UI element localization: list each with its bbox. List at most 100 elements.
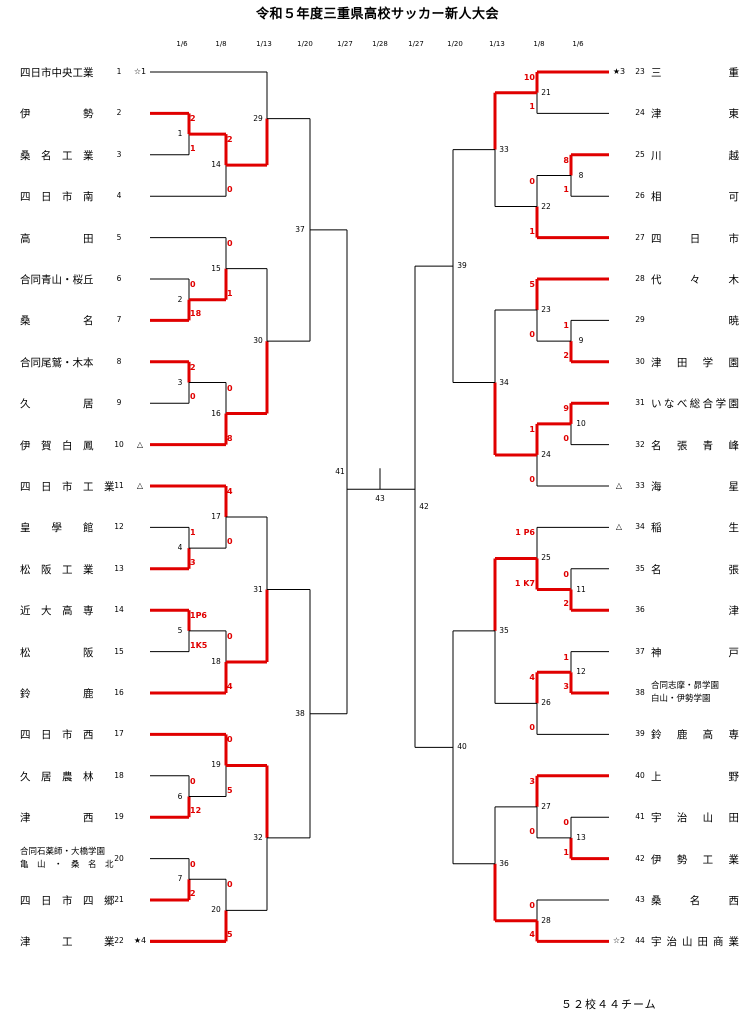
team-seed-number: 5	[116, 232, 122, 242]
round-date-right: 1/27	[408, 40, 424, 48]
team-seed-number: 44	[635, 936, 645, 946]
match-number: 5	[177, 625, 183, 635]
match-number: 7	[177, 874, 183, 884]
team-seed-number: 8	[116, 356, 122, 366]
team-seed-number: 41	[635, 812, 645, 822]
match-score: 1 P6	[515, 528, 535, 538]
match-score: 0	[190, 776, 196, 786]
match-number: 19	[211, 760, 221, 770]
team-seed-number: 16	[114, 688, 124, 697]
team-seed-number: 29	[635, 315, 645, 325]
team-seed-number: 30	[635, 356, 645, 366]
team-seed-number: 27	[635, 232, 645, 242]
match-score: 8	[227, 433, 233, 443]
match-number: 15	[211, 263, 221, 273]
match-score: 1	[190, 528, 196, 538]
match-number: 32	[253, 832, 263, 842]
match-score: 12	[190, 806, 202, 816]
match-score: 0	[529, 475, 535, 484]
match-number: 29	[253, 113, 263, 123]
team-seed-number: 12	[114, 522, 124, 532]
team-seed-number: 19	[114, 812, 124, 822]
team-name: 津 西	[20, 812, 94, 825]
match-number: 12	[576, 667, 586, 677]
match-number: 18	[211, 656, 221, 666]
team-seed-number: 38	[635, 688, 645, 697]
team-seed-number: 1	[116, 67, 122, 76]
match-score: 4	[529, 930, 535, 940]
match-number: 22	[541, 201, 551, 211]
team-name: 三 重	[651, 67, 739, 79]
match-score: 2	[563, 350, 569, 360]
team-seed-number: 39	[635, 729, 645, 739]
round-date-right: 1/13	[489, 40, 505, 48]
match-number: 21	[541, 87, 551, 97]
seed-star-mark: ☆2	[612, 936, 626, 946]
team-seed-number: 2	[116, 108, 122, 118]
team-seed-number: 17	[114, 729, 124, 739]
match-score: 8	[563, 155, 569, 165]
match-score: 2	[227, 135, 233, 145]
match-number: 2	[177, 294, 183, 304]
team-seed-number: 22	[114, 936, 124, 946]
match-score: 0	[563, 569, 569, 579]
page-title: 令和５年度三重県高校サッカー新人大会	[255, 7, 499, 22]
team-seed-number: 31	[635, 398, 645, 408]
team-seed-number: 25	[635, 149, 645, 159]
round-date-left: 1/28	[372, 40, 388, 48]
match-score: 2	[190, 114, 196, 124]
seed-star-mark: ★4	[133, 936, 147, 946]
match-number: 9	[578, 336, 584, 346]
match-number: 17	[211, 512, 221, 522]
triangle-mark: △	[615, 522, 623, 532]
team-name: 鈴 鹿 高 専	[651, 729, 739, 742]
team-name: 四 日 市 西	[20, 729, 94, 742]
match-score: 0	[529, 723, 535, 733]
team-seed-number: 36	[635, 605, 645, 615]
match-score: 1K5	[190, 640, 208, 650]
triangle-mark: △	[615, 481, 623, 490]
team-name: 高 田	[20, 232, 94, 245]
team-seed-number: 4	[116, 191, 122, 201]
seed-star-mark: ☆1	[133, 67, 147, 76]
match-score: 0	[227, 238, 233, 248]
team-name: 名 張 青 峰	[651, 439, 739, 452]
match-score: 10	[523, 73, 535, 82]
team-seed-number: 33	[635, 481, 645, 490]
match-number: 25	[541, 553, 551, 563]
team-name: 合同石薬師・大橋学園亀 山 ・ 桑 名 北	[20, 846, 114, 870]
team-seed-number: 34	[635, 522, 645, 532]
match-number: 8	[578, 170, 584, 180]
team-name: 津 田 学 園	[651, 356, 739, 369]
team-name: 四 日 市	[651, 232, 739, 245]
match-number: 28	[541, 915, 551, 925]
match-score: 2	[563, 599, 569, 609]
match-number: 35	[499, 625, 509, 635]
match-number: 1	[177, 129, 183, 139]
match-number: 4	[177, 543, 183, 553]
team-seed-number: 21	[114, 895, 124, 904]
match-number: 26	[541, 698, 551, 708]
team-name: 久 居 農 林	[20, 770, 94, 783]
match-score: 1 K7	[514, 578, 535, 588]
match-number: 34	[499, 377, 509, 387]
team-name: 四 日 市 南	[20, 191, 94, 204]
match-number: 11	[576, 584, 586, 594]
team-name: 相 可	[651, 191, 739, 204]
match-number: 30	[253, 336, 263, 346]
match-number: 36	[499, 858, 509, 868]
match-score: 0	[529, 901, 535, 910]
team-seed-number: 24	[635, 108, 645, 118]
team-name: 暁	[651, 315, 739, 328]
match-score: 0	[227, 631, 233, 641]
round-date-right: 1/20	[447, 40, 463, 48]
team-seed-number: 28	[635, 274, 645, 283]
triangle-mark: △	[136, 481, 144, 490]
round-date-right: 1/8	[533, 40, 545, 48]
team-name: 津 工 業	[20, 936, 115, 949]
match-score: 2	[190, 362, 196, 372]
match-score: 5	[227, 930, 233, 940]
match-score: 0	[529, 826, 535, 836]
team-name: 久 居	[20, 398, 94, 411]
